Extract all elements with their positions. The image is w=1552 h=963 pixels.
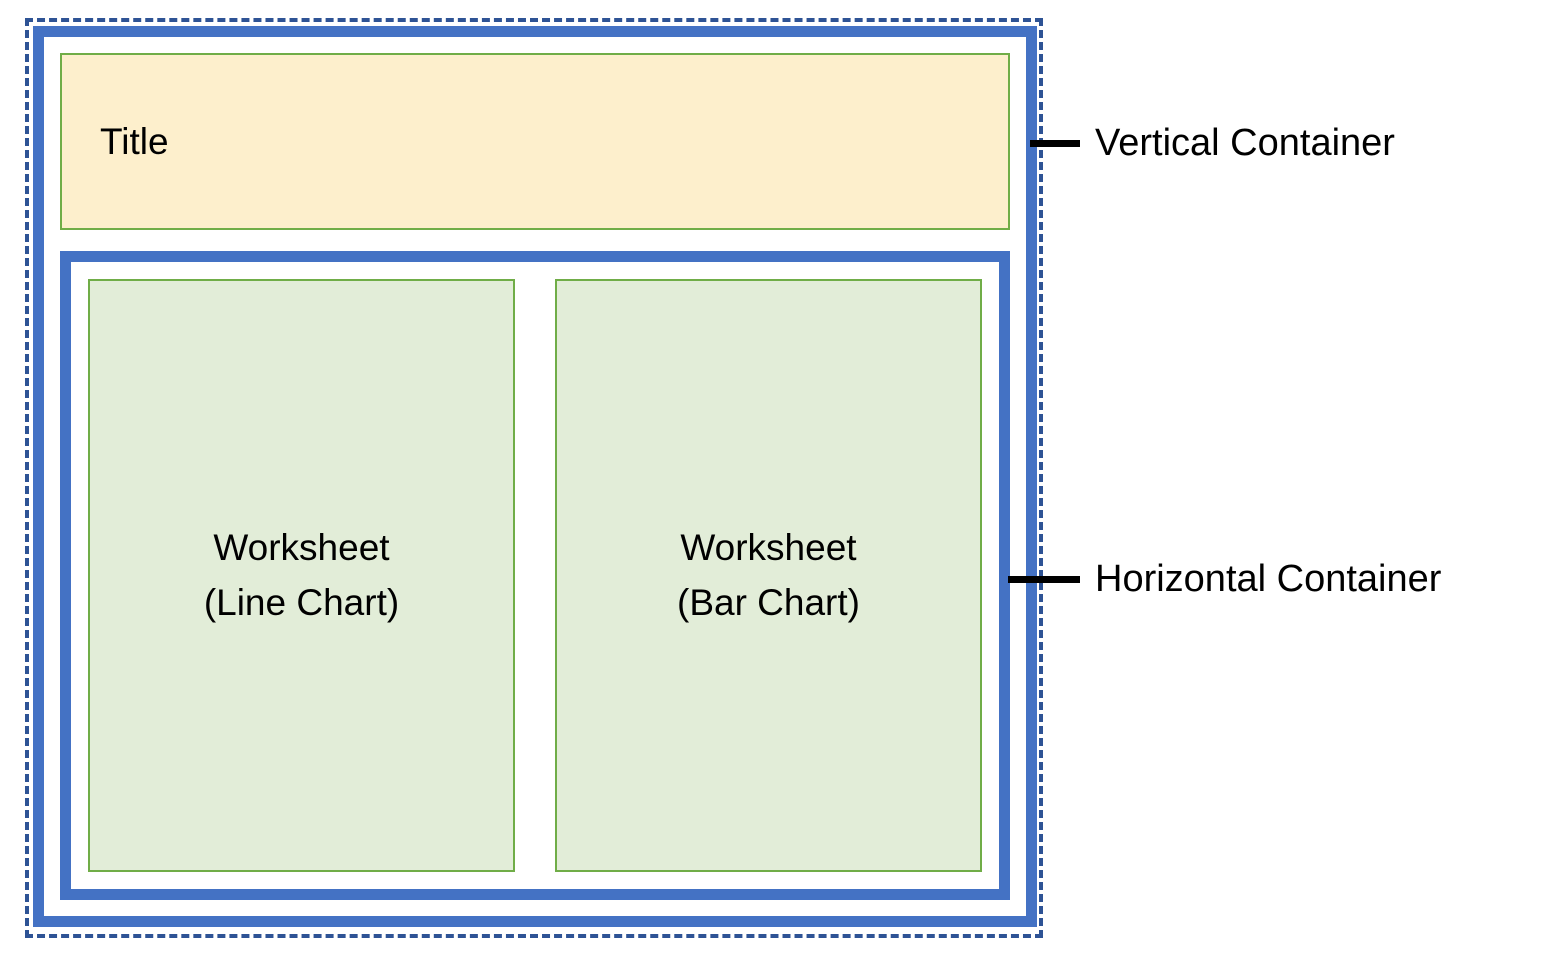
annotation-label-horizontal-container: Horizontal Container <box>1095 558 1442 600</box>
vertical-container-content: Title Worksheet (Line Chart) Worksheet (… <box>44 37 1026 916</box>
worksheet-bar-chart-label-line2: (Bar Chart) <box>677 581 860 623</box>
annotation-label-vertical-container: Vertical Container <box>1095 122 1395 164</box>
horizontal-container-content: Worksheet (Line Chart) Worksheet (Bar Ch… <box>71 262 999 889</box>
worksheet-line-chart-label-line2: (Line Chart) <box>203 581 400 623</box>
worksheet-line-chart[interactable]: Worksheet (Line Chart) <box>88 279 515 872</box>
leader-line-vertical-container <box>1030 140 1080 147</box>
horizontal-container[interactable]: Worksheet (Line Chart) Worksheet (Bar Ch… <box>60 251 1010 900</box>
leader-line-horizontal-container <box>1008 576 1080 583</box>
title-label: Title <box>100 121 169 162</box>
worksheet-bar-chart-label-line1: Worksheet <box>680 527 857 569</box>
title-box[interactable]: Title <box>60 53 1010 230</box>
worksheet-line-chart-label-line1: Worksheet <box>213 527 390 569</box>
dashed-boundary <box>25 18 1043 938</box>
vertical-container[interactable]: Title Worksheet (Line Chart) Worksheet (… <box>33 26 1037 927</box>
worksheet-bar-chart[interactable]: Worksheet (Bar Chart) <box>555 279 982 872</box>
